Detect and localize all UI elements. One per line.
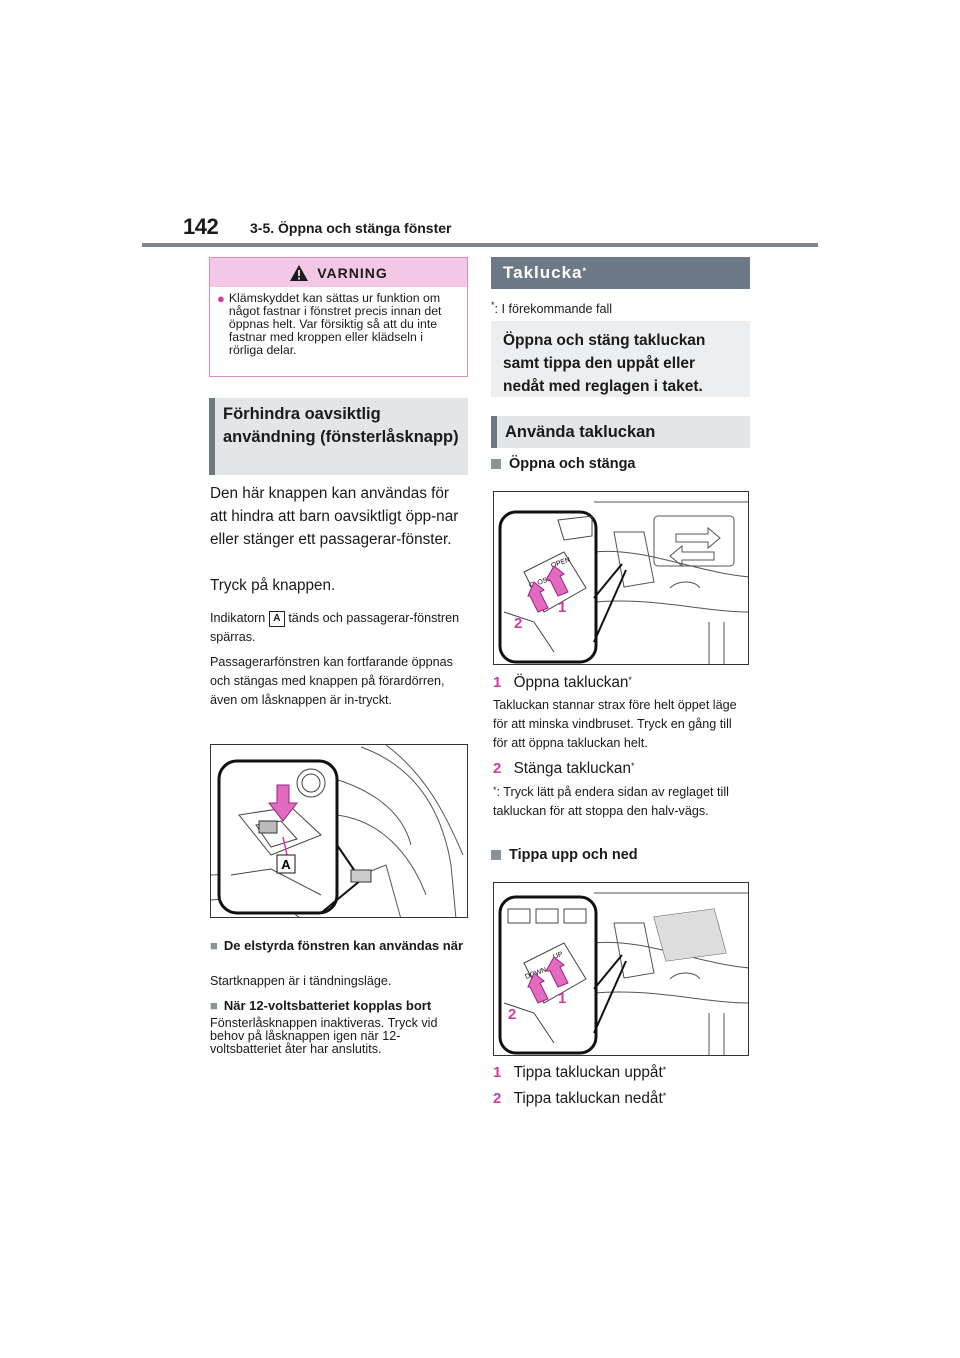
sunroof-open-close-illustration: OPEN CLOSE 1 2 (498, 501, 748, 664)
square-bullet-icon: ■ (210, 938, 218, 953)
sunroof-tilt-illustration: UP DOWN 1 2 (498, 892, 748, 1055)
window-lock-illustration: A (211, 745, 464, 917)
item-tilt-up-text: Tippa takluckan uppåt (513, 1064, 663, 1081)
figure-num-1: 1 (558, 599, 566, 616)
item-open-sunroof: 1 Öppna takluckan* (493, 671, 632, 694)
item-tilt-down-asterisk: * (662, 1091, 667, 1101)
footnote: *: I förekommande fall (491, 300, 613, 316)
square-bullet-icon: ■ (210, 998, 218, 1013)
warning-box: VARNING ● Klämskyddet kan sättas ur funk… (209, 257, 468, 377)
close-note-text: : Tryck lätt på endera sidan av reglaget… (493, 785, 729, 818)
subheading-when-usable-text: De elstyrda fönstren kan användas när (223, 938, 464, 953)
item-tilt-down-text: Tippa takluckan nedåt (513, 1090, 663, 1107)
footnote-text: : I förekommande fall (494, 302, 613, 316)
subheading-when-usable: ■ De elstyrda fönstren kan användas när (210, 939, 470, 952)
section-title-use-sunroof: Använda takluckan (491, 416, 750, 448)
subheading-tilt: Tippa upp och ned (491, 847, 638, 863)
subheading-battery-text: När 12-voltsbatteriet kopplas bort (223, 998, 432, 1013)
subheading-battery: ■ När 12-voltsbatteriet kopplas bort (210, 999, 470, 1012)
section-title-window-lock: Förhindra oavsiktlig användning (fönster… (209, 398, 468, 475)
sunroof-info-box: Öppna och stäng takluckan samt tippa den… (491, 321, 750, 397)
square-bullet-icon (491, 850, 501, 860)
item-tilt-down: 2 Tippa takluckan nedåt* (493, 1087, 666, 1110)
subheading-open-close-text: Öppna och stänga (509, 456, 636, 472)
indicator-paragraph: Indikatorn A tänds och passagerar-fönstr… (210, 609, 470, 647)
window-lock-paragraph: Den här knappen kan användas för att hin… (210, 485, 459, 548)
indicator-text-pre: Indikatorn (210, 611, 266, 625)
battery-text: Fönsterlåsknappen inaktiveras. Tryck vid… (210, 1016, 438, 1056)
footnote-mark: * (491, 300, 495, 310)
sunroof-section-header: Taklucka* (491, 257, 750, 289)
item-open-text: Öppna takluckan (513, 674, 629, 691)
sunroof-open-close-figure: OPEN CLOSE 1 2 (493, 491, 749, 665)
subheading-open-close: Öppna och stänga (491, 456, 636, 472)
item-tilt-up-asterisk: * (662, 1065, 667, 1075)
close-sunroof-note: *: Tryck lätt på endera sidan av reglage… (493, 783, 749, 821)
warning-text: Klämskyddet kan sättas ur funktion om nå… (228, 291, 442, 357)
item-close-sunroof: 2 Stänga takluckan* (493, 757, 634, 780)
item-number: 2 (493, 1090, 502, 1107)
indicator-text-post: tänds och passagerar-fönstren spärras. (210, 611, 460, 644)
figure-num-2: 2 (508, 1006, 516, 1023)
figure-num-2: 2 (514, 615, 522, 632)
page-number: 142 (183, 214, 219, 239)
figure-up-label: UP (552, 951, 564, 961)
when-usable-text: Startknappen är i tändningsläge. (210, 974, 392, 988)
figure-callout-a: A (281, 857, 291, 872)
sunroof-section-asterisk: * (582, 266, 588, 276)
open-sunroof-description: Takluckan stannar strax före helt öppet … (493, 698, 737, 750)
subheading-tilt-text: Tippa upp och ned (509, 847, 638, 863)
note-mark: * (493, 785, 497, 795)
warning-triangle-icon (290, 264, 309, 281)
window-lock-figure: A (210, 744, 468, 918)
press-button-text: Tryck på knappen. (210, 577, 336, 594)
warning-title: VARNING (317, 264, 388, 281)
item-number: 1 (493, 1064, 502, 1081)
item-open-asterisk: * (628, 675, 632, 685)
square-bullet-icon (491, 459, 501, 469)
bullet-icon: ● (217, 291, 225, 306)
item-number: 1 (493, 674, 502, 691)
sunroof-section-title: Taklucka (503, 263, 583, 282)
item-number: 2 (493, 760, 502, 777)
passenger-windows-paragraph: Passagerarfönstren kan fortfarande öppna… (210, 655, 453, 707)
sunroof-tilt-figure: UP DOWN 1 2 (493, 882, 749, 1056)
header-rule (142, 243, 818, 247)
chapter-title: 3-5. Öppna och stänga fönster (250, 220, 452, 236)
indicator-a-icon: A (268, 610, 285, 627)
item-tilt-up: 1 Tippa takluckan uppåt* (493, 1061, 666, 1084)
item-close-text: Stänga takluckan (513, 760, 631, 777)
warning-body: ● Klämskyddet kan sättas ur funktion om … (210, 287, 467, 357)
warning-header: VARNING (210, 258, 467, 287)
item-close-asterisk: * (630, 761, 635, 771)
figure-num-1: 1 (558, 990, 566, 1007)
